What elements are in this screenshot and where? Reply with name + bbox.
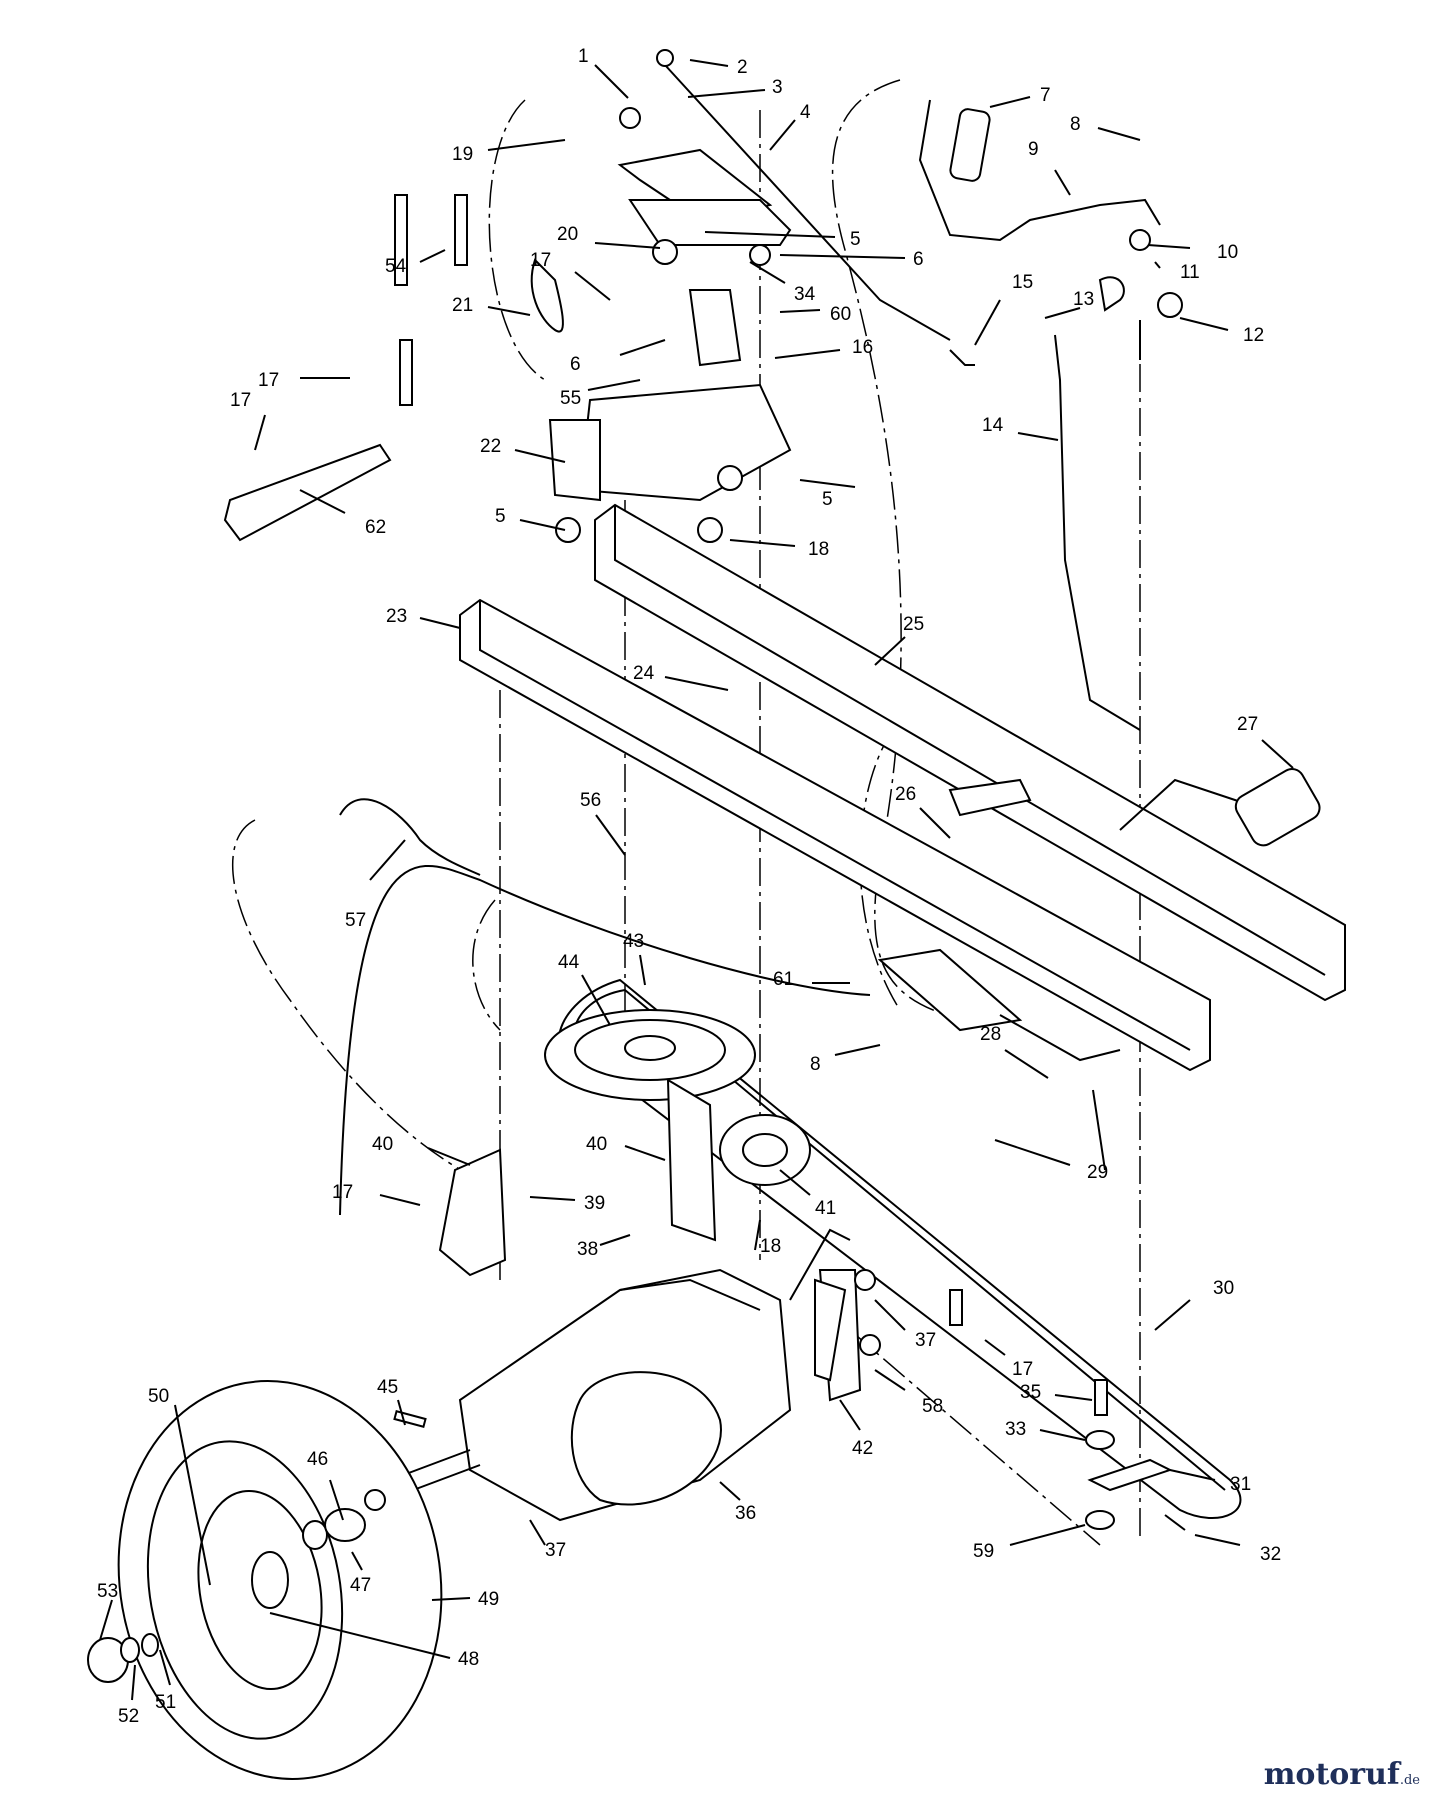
callout-21: 21 bbox=[452, 295, 473, 316]
callout-36: 36 bbox=[735, 1503, 756, 1524]
callout-42: 42 bbox=[852, 1438, 873, 1459]
transaxle bbox=[389, 1228, 862, 1522]
watermark-name: motoruf bbox=[1263, 1757, 1400, 1792]
callout-9: 9 bbox=[1028, 139, 1039, 160]
callout-38: 38 bbox=[577, 1239, 598, 1260]
callout-49: 49 bbox=[478, 1589, 499, 1610]
callout-30: 30 bbox=[1213, 1278, 1234, 1299]
small-parts-right bbox=[814, 1269, 1186, 1531]
callout-60: 60 bbox=[830, 304, 851, 325]
callout-2: 2 bbox=[737, 57, 748, 78]
callout-28: 28 bbox=[980, 1024, 1001, 1045]
callout-55: 55 bbox=[560, 388, 581, 409]
callout-6b: 6 bbox=[570, 354, 581, 375]
callout-46: 46 bbox=[307, 1449, 328, 1470]
callout-39: 39 bbox=[584, 1193, 605, 1214]
frame-rails bbox=[459, 503, 1346, 1072]
callout-35: 35 bbox=[1020, 1382, 1041, 1403]
callout-41: 41 bbox=[815, 1198, 836, 1219]
callout-51: 51 bbox=[155, 1692, 176, 1713]
callout-17: 17 bbox=[530, 250, 551, 271]
callout-17d: 17 bbox=[1012, 1359, 1033, 1380]
callout-62: 62 bbox=[365, 517, 386, 538]
callout-20: 20 bbox=[557, 224, 578, 245]
callout-25: 25 bbox=[903, 614, 924, 635]
callout-5b: 5 bbox=[822, 489, 833, 510]
callout-17e: 17 bbox=[230, 390, 251, 411]
callout-17b: 17 bbox=[258, 370, 279, 391]
callout-34: 34 bbox=[794, 284, 816, 305]
callout-12: 12 bbox=[1243, 325, 1264, 346]
callout-11: 11 bbox=[1180, 262, 1200, 283]
callout-57: 57 bbox=[345, 910, 366, 931]
callout-23: 23 bbox=[386, 606, 407, 627]
callout-40b: 40 bbox=[586, 1134, 607, 1155]
callout-13: 13 bbox=[1073, 289, 1094, 310]
callout-18: 18 bbox=[808, 539, 829, 560]
callout-32: 32 bbox=[1260, 1544, 1281, 1565]
callout-47: 47 bbox=[350, 1575, 371, 1596]
callout-58: 58 bbox=[922, 1396, 943, 1417]
callout-29: 29 bbox=[1087, 1162, 1108, 1183]
callout-54: 54 bbox=[385, 256, 407, 277]
callout-31: 31 bbox=[1230, 1474, 1251, 1495]
callout-10: 10 bbox=[1217, 242, 1238, 263]
callout-4: 4 bbox=[800, 102, 811, 123]
callout-52: 52 bbox=[118, 1706, 139, 1727]
callout-59: 59 bbox=[973, 1541, 994, 1562]
callout-61: 61 bbox=[773, 969, 794, 990]
watermark-tld: .de bbox=[1399, 1773, 1420, 1788]
control-assembly bbox=[223, 49, 1183, 731]
watermark: motoruf.de bbox=[1264, 1757, 1420, 1792]
callout-3: 3 bbox=[772, 77, 783, 98]
callouts: 1 2 3 4 5 6 7 8 9 10 11 12 13 14 15 16 1… bbox=[97, 46, 1294, 1727]
drive-system bbox=[339, 798, 1242, 1519]
callout-8: 8 bbox=[1070, 114, 1081, 135]
callout-1: 1 bbox=[578, 46, 589, 67]
callout-43: 43 bbox=[623, 931, 644, 952]
callout-18b: 18 bbox=[760, 1236, 781, 1257]
rear-wheel bbox=[87, 1380, 443, 1780]
callout-5c: 5 bbox=[495, 506, 506, 527]
callout-5: 5 bbox=[850, 229, 861, 250]
callout-16: 16 bbox=[852, 337, 873, 358]
callout-24: 24 bbox=[633, 663, 655, 684]
callout-7: 7 bbox=[1040, 85, 1051, 106]
callout-15: 15 bbox=[1012, 272, 1033, 293]
callout-56: 56 bbox=[580, 790, 601, 811]
callout-37b: 37 bbox=[545, 1540, 566, 1561]
callout-48: 48 bbox=[458, 1649, 479, 1670]
callout-40: 40 bbox=[372, 1134, 393, 1155]
callout-26: 26 bbox=[895, 784, 916, 805]
callout-50: 50 bbox=[148, 1386, 169, 1407]
callout-53: 53 bbox=[97, 1581, 118, 1602]
callout-27: 27 bbox=[1237, 714, 1258, 735]
callout-37: 37 bbox=[915, 1330, 936, 1351]
callout-45: 45 bbox=[377, 1377, 398, 1398]
callout-33: 33 bbox=[1005, 1419, 1026, 1440]
callout-19: 19 bbox=[452, 144, 473, 165]
callout-22: 22 bbox=[480, 436, 501, 457]
callout-14: 14 bbox=[982, 415, 1004, 436]
callout-8b: 8 bbox=[810, 1054, 821, 1075]
callout-6: 6 bbox=[913, 249, 924, 270]
callout-44: 44 bbox=[558, 952, 580, 973]
callout-17c: 17 bbox=[332, 1182, 353, 1203]
